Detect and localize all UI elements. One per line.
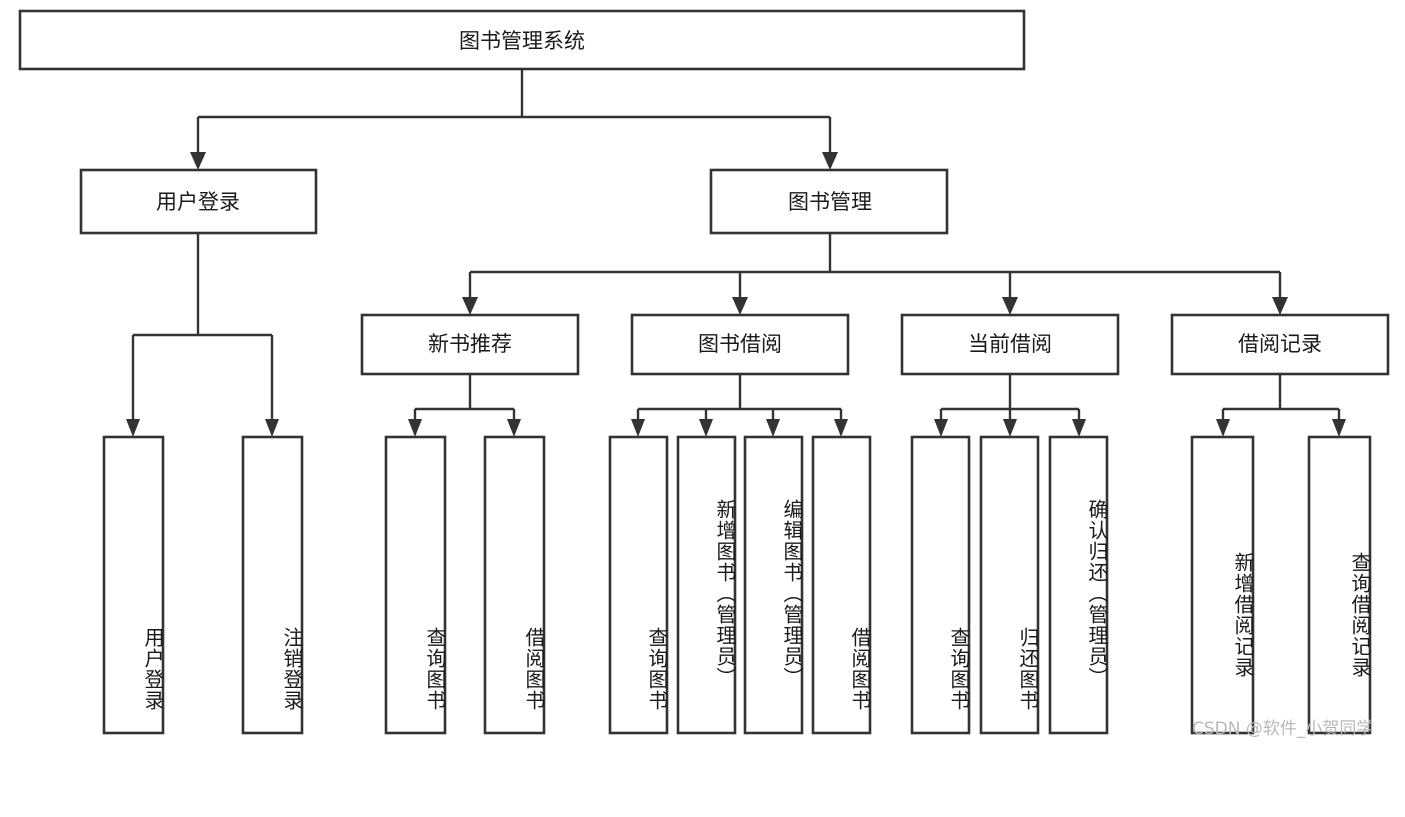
leaf-borrow-book-newbook[interactable]: [483, 435, 546, 735]
leaf-return-book[interactable]: [979, 435, 1040, 735]
leaf-add-book-admin[interactable]: [676, 435, 737, 735]
leaf-user-login[interactable]: [102, 435, 165, 735]
arrow-to-current-borrow: [1002, 297, 1018, 315]
leaf-query-book-newbook[interactable]: [384, 435, 447, 735]
node-root[interactable]: [18, 9, 1026, 71]
arrow-leaf-user-login: [126, 419, 140, 437]
node-book-manage-label: 图书管理: [788, 190, 872, 214]
node-current-borrow[interactable]: [900, 313, 1120, 376]
hierarchy-diagram: 图书管理系统 用户登录 图书管理 新书推荐 图书借阅 当前借阅 借阅记录: [18, 9, 1390, 735]
node-user-login-label: 用户登录: [156, 190, 240, 214]
arrow-leaf-confirm-return: [1072, 419, 1086, 437]
diagram-canvas: 图书管理系统 用户登录 图书管理 新书推荐 图书借阅 当前借阅 借阅记录: [18, 9, 1390, 739]
arrow-to-user-login: [190, 152, 206, 170]
arrow-leaf-add-record: [1216, 419, 1230, 437]
arrow-leaf-add-book: [699, 419, 713, 437]
arrow-leaf-query-book-2: [631, 419, 645, 437]
csdn-watermark: CSDN @软件_小贺同学: [1192, 719, 1374, 739]
arrow-to-book-borrow: [732, 297, 748, 315]
arrow-leaf-query-record: [1332, 419, 1346, 437]
arrow-leaf-query-book-1: [408, 419, 422, 437]
leaf-query-book-current[interactable]: [910, 435, 971, 735]
node-root-label: 图书管理系统: [459, 29, 585, 53]
node-new-book-recommend[interactable]: [360, 313, 580, 376]
node-book-manage[interactable]: [709, 168, 949, 235]
leaf-borrow-book-borrow[interactable]: [811, 435, 872, 735]
arrow-leaf-borrow-book-1: [507, 419, 521, 437]
leaf-add-borrow-record[interactable]: [1190, 435, 1255, 735]
leaf-edit-book-admin[interactable]: [743, 435, 804, 735]
leaf-query-borrow-record[interactable]: [1307, 435, 1372, 735]
node-borrow-record[interactable]: [1170, 313, 1390, 376]
arrow-to-book-manage: [822, 152, 838, 170]
leaf-confirm-return-admin[interactable]: [1048, 435, 1109, 735]
connector-layer: [126, 69, 1346, 437]
arrow-leaf-query-book-3: [934, 419, 948, 437]
node-current-borrow-label: 当前借阅: [968, 332, 1052, 356]
arrow-leaf-return-book: [1003, 419, 1017, 437]
node-user-login[interactable]: [79, 168, 318, 235]
arrow-leaf-edit-book: [766, 419, 780, 437]
arrow-to-borrow-record: [1272, 297, 1288, 315]
leaf-logout[interactable]: [241, 435, 304, 735]
leaf-query-book-borrow[interactable]: [608, 435, 669, 735]
node-borrow-record-label: 借阅记录: [1238, 332, 1322, 356]
arrow-to-new-book: [462, 297, 478, 315]
node-book-borrow[interactable]: [630, 313, 850, 376]
arrow-leaf-logout: [265, 419, 279, 437]
arrow-leaf-borrow-book-2: [834, 419, 848, 437]
node-new-book-recommend-label: 新书推荐: [428, 332, 512, 356]
node-book-borrow-label: 图书借阅: [698, 332, 782, 356]
node-layer: 图书管理系统 用户登录 图书管理 新书推荐 图书借阅 当前借阅 借阅记录: [18, 9, 1390, 735]
